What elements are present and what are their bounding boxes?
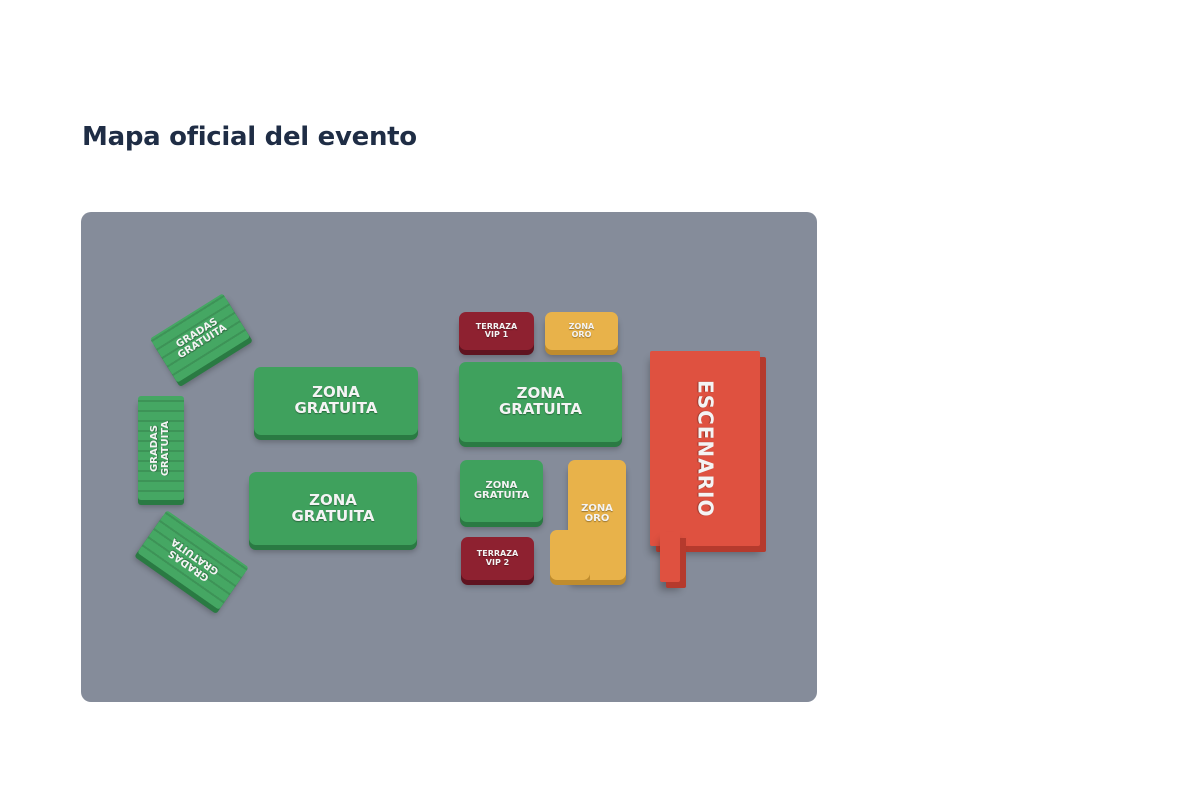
- zone-gratuita-left-top[interactable]: ZONA GRATUITA: [254, 367, 418, 435]
- zone-label: ESCENARIO: [693, 379, 718, 518]
- event-map: GRADAS GRATUITA GRADAS GRATUITA GRADAS G…: [81, 212, 817, 702]
- zone-label: ZONA GRATUITA: [294, 383, 378, 417]
- zone-label: GRADAS GRATUITA: [149, 420, 172, 476]
- zone-label: GRADAS GRATUITA: [167, 535, 222, 583]
- zone-label: ZONA GRATUITA: [291, 490, 375, 525]
- zone-gratuita-center[interactable]: ZONA GRATUITA: [459, 362, 622, 442]
- zone-gratuita-left-bottom[interactable]: ZONA GRATUITA: [249, 472, 417, 545]
- zone-label: ZONA ORO: [568, 321, 595, 339]
- zone-oro-right-extension: [550, 530, 590, 580]
- zone-label: ZONA GRATUITA: [499, 384, 582, 418]
- zone-terraza-vip-2[interactable]: TERRAZA VIP 2: [461, 537, 534, 580]
- zone-escenario[interactable]: ESCENARIO: [650, 351, 760, 546]
- zone-label: TERRAZA VIP 1: [475, 321, 518, 339]
- zone-escenario-tail: [660, 532, 680, 582]
- zone-gradas-bottom[interactable]: GRADAS GRATUITA: [137, 510, 249, 610]
- page-title: Mapa oficial del evento: [82, 122, 417, 152]
- zone-gradas-middle[interactable]: GRADAS GRATUITA: [138, 396, 184, 500]
- zone-terraza-vip-1[interactable]: TERRAZA VIP 1: [459, 312, 534, 350]
- zone-oro-top[interactable]: ZONA ORO: [545, 312, 618, 350]
- zone-label: TERRAZA VIP 2: [476, 549, 519, 567]
- zone-label: GRADAS GRATUITA: [174, 315, 229, 362]
- zone-label: ZONA GRATUITA: [473, 479, 530, 501]
- zone-gratuita-center-small[interactable]: ZONA GRATUITA: [460, 460, 543, 522]
- zone-label: ZONA ORO: [581, 502, 613, 524]
- zone-gradas-top[interactable]: GRADAS GRATUITA: [149, 293, 251, 383]
